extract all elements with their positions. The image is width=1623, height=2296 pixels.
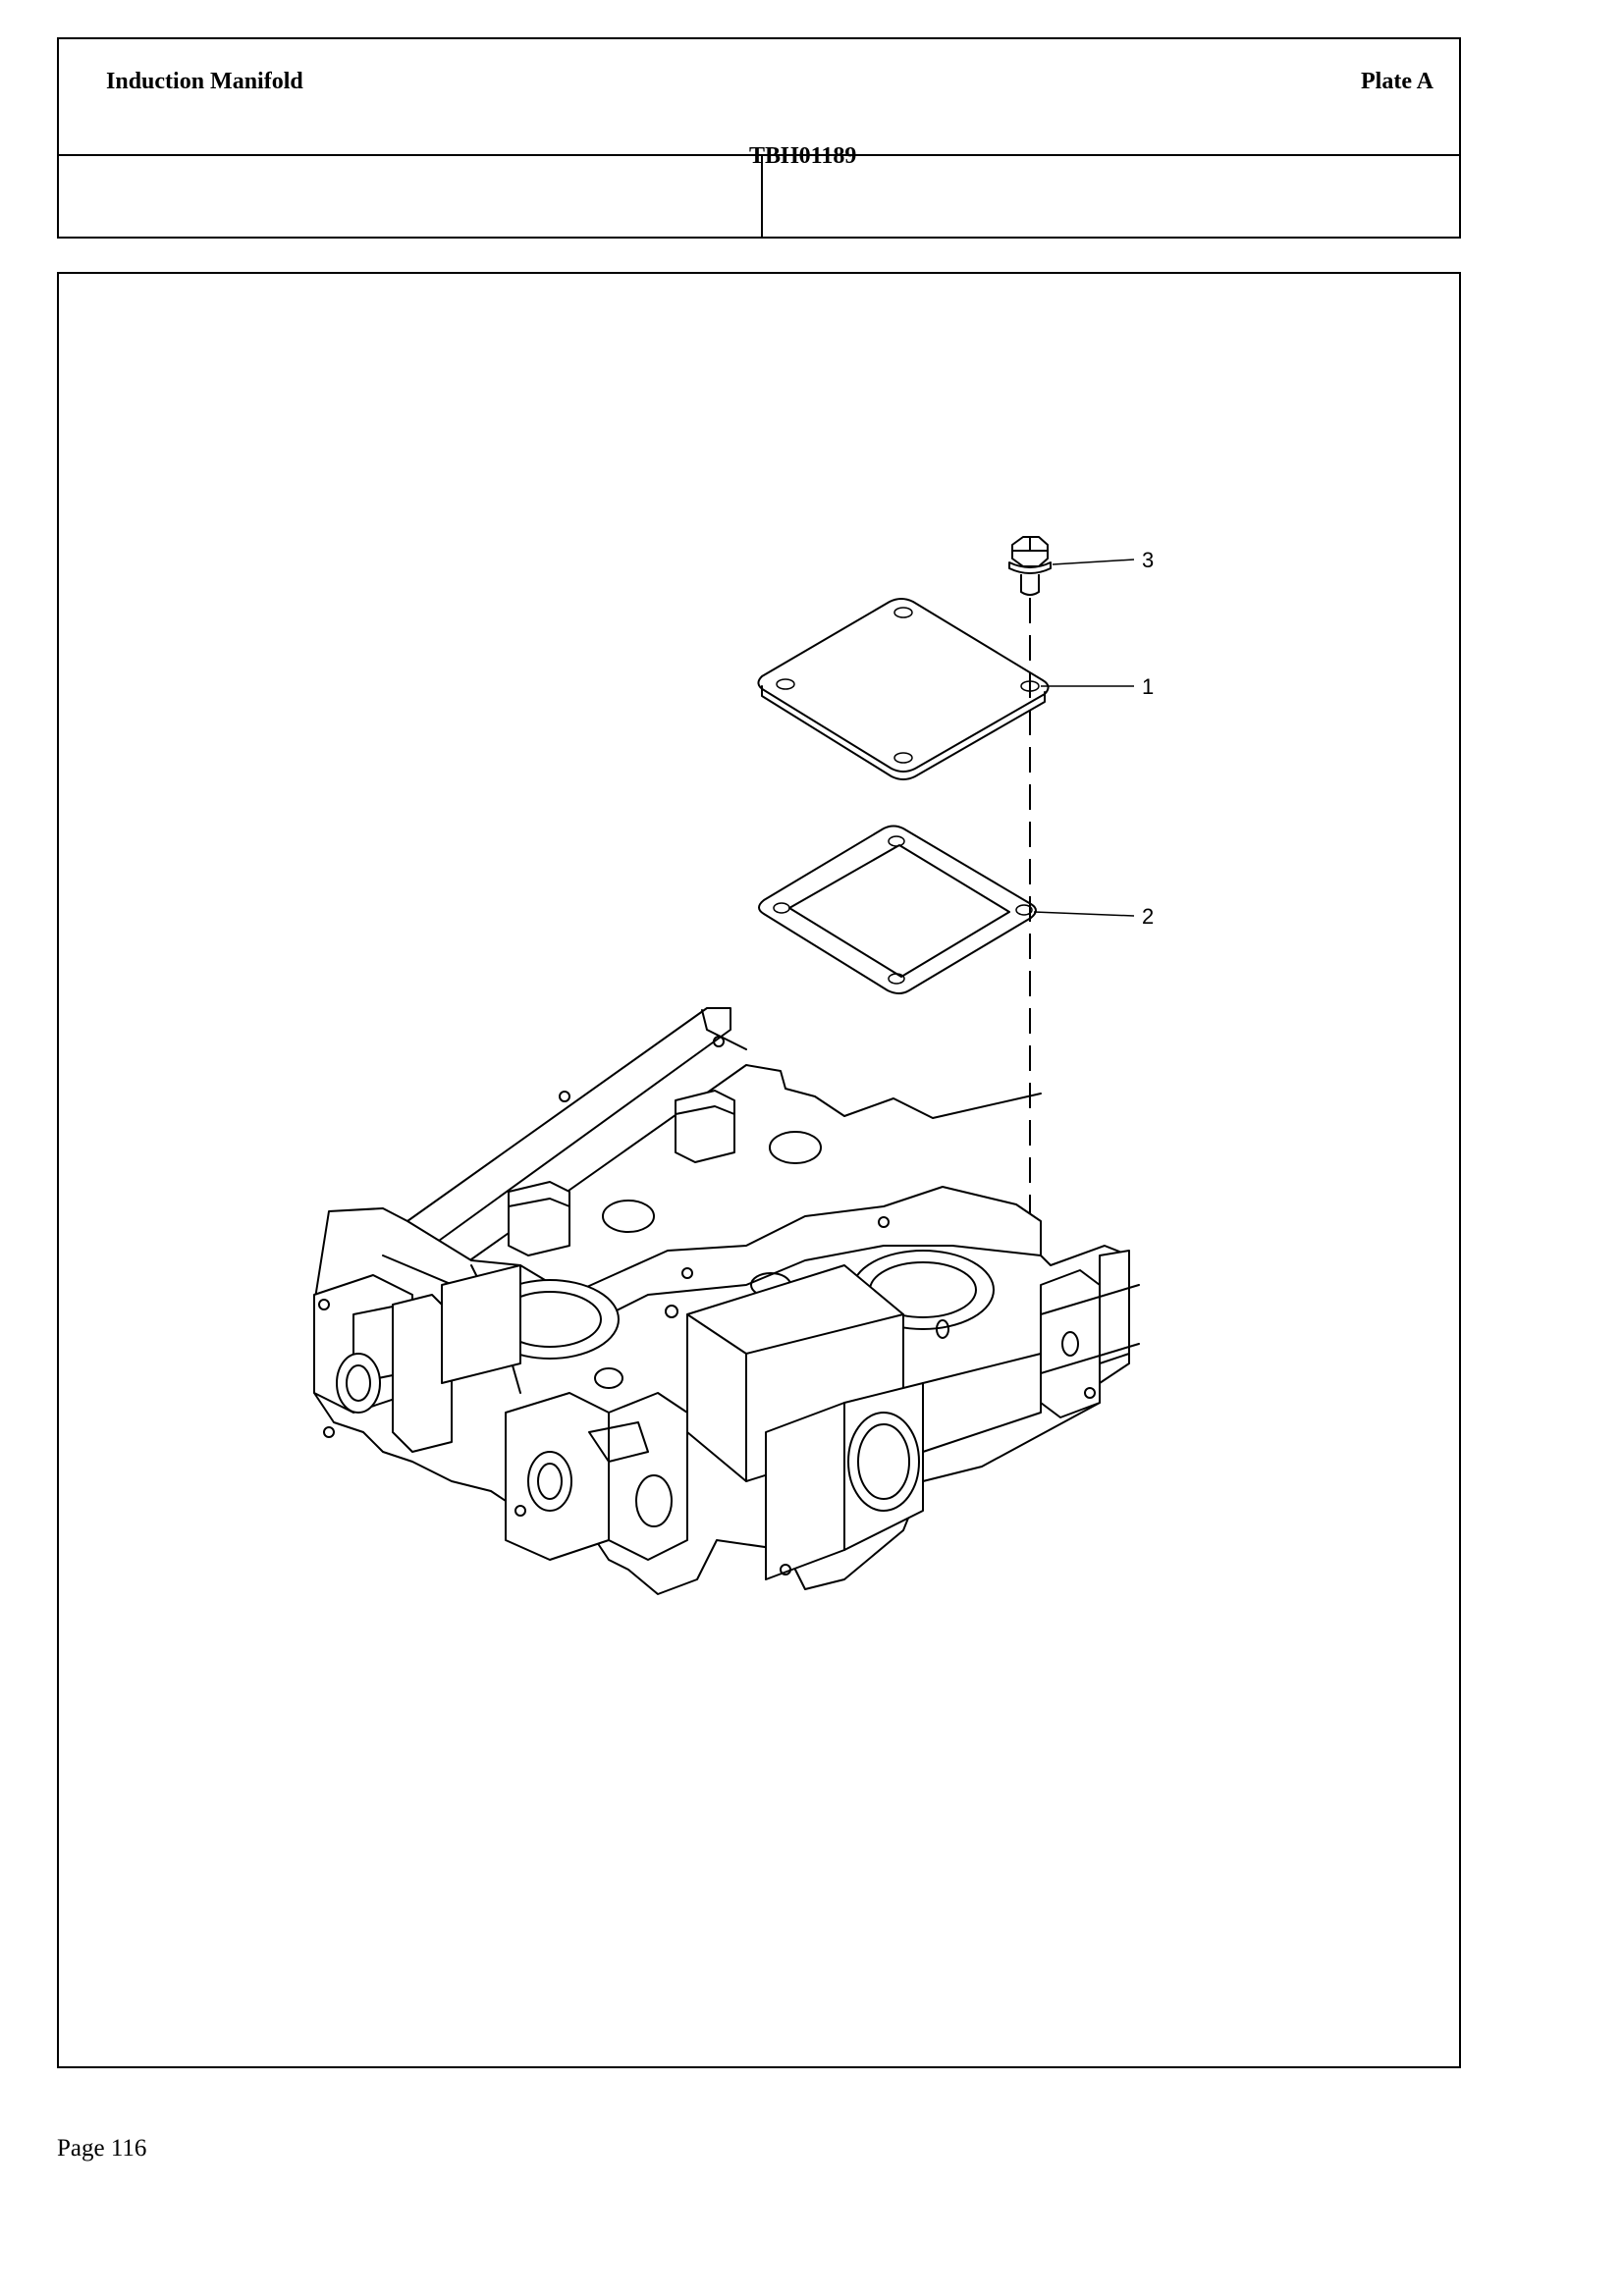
callout-2: 2 [1142, 904, 1154, 929]
page-title: Induction Manifold [106, 69, 303, 94]
cylinder-head-part [313, 1007, 1140, 1595]
exploded-parts-drawing: 3 1 2 [313, 536, 1154, 1595]
page-number: Page 116 [57, 2135, 147, 2162]
header-title-row: Induction Manifold Plate A [59, 39, 1459, 156]
callout-1: 1 [1142, 674, 1154, 699]
cover-plate-part [757, 598, 1050, 780]
parts-illustration-frame: 3 1 2 [57, 272, 1461, 2068]
drawing-code: TBH01189 [749, 143, 857, 169]
plate-label: Plate A [1361, 69, 1434, 94]
bolt-part [1008, 536, 1052, 596]
header-table: Induction Manifold Plate A [57, 37, 1461, 239]
gasket-part [758, 825, 1037, 994]
header-empty-cell [59, 154, 763, 237]
callout-3: 3 [1142, 548, 1154, 572]
